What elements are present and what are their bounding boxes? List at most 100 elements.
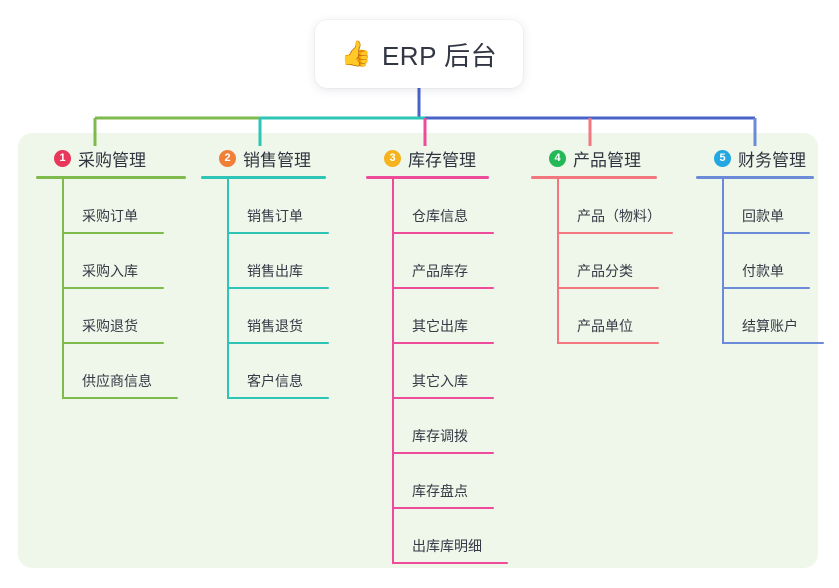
thumbs-up-icon: 👍 [340, 39, 372, 68]
leaf-item[interactable]: 产品分类 [531, 234, 659, 289]
leaf-label: 采购入库 [82, 263, 138, 279]
branch-background-panel [18, 133, 818, 568]
leaf-label: 采购退货 [82, 318, 138, 334]
branch-number-badge: 3 [384, 149, 401, 167]
branch-underline [531, 176, 657, 179]
branch-3[interactable]: 3 库存管理仓库信息产品库存其它出库其它入库库存调拨库存盘点出库库明细 [366, 145, 508, 564]
leaf-item[interactable]: 采购入库 [36, 234, 186, 289]
leaf-item[interactable]: 结算账户 [696, 289, 824, 344]
leaf-list: 采购订单采购入库采购退货供应商信息 [36, 179, 186, 399]
leaf-item[interactable]: 产品（物料） [531, 179, 673, 234]
branch-2[interactable]: 2 销售管理销售订单销售出库销售退货客户信息 [201, 145, 329, 399]
leaf-label: 销售出库 [247, 263, 303, 279]
leaf-label: 销售退货 [247, 318, 303, 334]
leaf-label: 其它入库 [412, 373, 468, 389]
branch-5[interactable]: 5 财务管理回款单付款单结算账户 [696, 145, 824, 344]
branch-header-1[interactable]: 1 采购管理 [36, 145, 186, 171]
leaf-list: 产品（物料） 产品分类产品单位 [531, 179, 673, 344]
leaf-label: 出库库明细 [412, 538, 482, 554]
leaf-underline [722, 232, 810, 234]
branch-trunk-line [62, 179, 64, 399]
leaf-item[interactable]: 产品单位 [531, 289, 659, 344]
branch-header-2[interactable]: 2 销售管理 [201, 145, 326, 171]
leaf-underline [392, 397, 494, 399]
leaf-item[interactable]: 其它入库 [366, 344, 494, 399]
leaf-item[interactable]: 销售订单 [201, 179, 329, 234]
leaf-label: 回款单 [742, 208, 784, 224]
leaf-underline [62, 342, 164, 344]
leaf-underline [392, 452, 494, 454]
leaf-item[interactable]: 销售出库 [201, 234, 329, 289]
leaf-item[interactable]: 库存盘点 [366, 454, 494, 509]
leaf-underline [722, 342, 824, 344]
leaf-label: 产品库存 [412, 263, 468, 279]
branch-1[interactable]: 1 采购管理采购订单采购入库采购退货供应商信息 [36, 145, 186, 399]
leaf-item[interactable]: 付款单 [696, 234, 814, 289]
branch-number-badge: 1 [54, 149, 71, 167]
branch-underline [696, 176, 814, 179]
branch-trunk-line [392, 179, 394, 564]
leaf-list: 销售订单销售出库销售退货客户信息 [201, 179, 329, 399]
root-node[interactable]: 👍 ERP 后台 [315, 20, 523, 88]
branch-title: 销售管理 [243, 150, 311, 170]
leaf-label: 采购订单 [82, 208, 138, 224]
leaf-list: 仓库信息产品库存其它出库其它入库库存调拨库存盘点出库库明细 [366, 179, 508, 564]
leaf-underline [62, 397, 178, 399]
branch-underline [36, 176, 186, 179]
leaf-label: 供应商信息 [82, 373, 152, 389]
leaf-underline [392, 507, 494, 509]
leaf-underline [392, 287, 494, 289]
leaf-item[interactable]: 仓库信息 [366, 179, 494, 234]
leaf-item[interactable]: 产品库存 [366, 234, 494, 289]
leaf-label: 付款单 [742, 263, 784, 279]
branch-number-badge: 4 [549, 149, 566, 167]
leaf-underline [62, 232, 164, 234]
leaf-list: 回款单付款单结算账户 [696, 179, 824, 344]
branch-number-badge: 2 [219, 149, 236, 167]
leaf-label: 产品分类 [577, 263, 633, 279]
leaf-underline [227, 397, 329, 399]
leaf-item[interactable]: 出库库明细 [366, 509, 508, 564]
branch-title: 采购管理 [78, 150, 146, 170]
leaf-label: 其它出库 [412, 318, 468, 334]
leaf-underline [62, 287, 164, 289]
leaf-underline [227, 287, 329, 289]
leaf-item[interactable]: 采购退货 [36, 289, 186, 344]
branch-trunk-line [227, 179, 229, 399]
leaf-label: 销售订单 [247, 208, 303, 224]
branch-title: 库存管理 [408, 150, 476, 170]
leaf-label: 仓库信息 [412, 208, 468, 224]
leaf-item[interactable]: 销售退货 [201, 289, 329, 344]
leaf-label: 结算账户 [742, 318, 798, 334]
branch-number-badge: 5 [714, 149, 731, 167]
leaf-label: 客户信息 [247, 373, 303, 389]
leaf-label: 库存调拨 [412, 428, 468, 444]
leaf-label: 产品（物料） [577, 208, 661, 224]
leaf-item[interactable]: 采购订单 [36, 179, 186, 234]
leaf-item[interactable]: 其它出库 [366, 289, 494, 344]
leaf-underline [392, 232, 494, 234]
root-title: ERP 后台 [381, 40, 498, 71]
branch-trunk-line [557, 179, 559, 344]
leaf-item[interactable]: 库存调拨 [366, 399, 494, 454]
leaf-underline [392, 562, 508, 564]
leaf-underline [557, 232, 673, 234]
branch-header-5[interactable]: 5 财务管理 [696, 145, 814, 171]
leaf-item[interactable]: 回款单 [696, 179, 814, 234]
leaf-underline [557, 342, 659, 344]
leaf-item[interactable]: 供应商信息 [36, 344, 186, 399]
branch-title: 财务管理 [738, 150, 806, 170]
leaf-item[interactable]: 客户信息 [201, 344, 329, 399]
branch-trunk-line [722, 179, 724, 344]
branch-underline [366, 176, 489, 179]
leaf-underline [557, 287, 659, 289]
branch-underline [201, 176, 326, 179]
branch-header-3[interactable]: 3 库存管理 [366, 145, 489, 171]
leaf-underline [227, 342, 329, 344]
leaf-underline [722, 287, 810, 289]
leaf-underline [227, 232, 329, 234]
leaf-underline [392, 342, 494, 344]
